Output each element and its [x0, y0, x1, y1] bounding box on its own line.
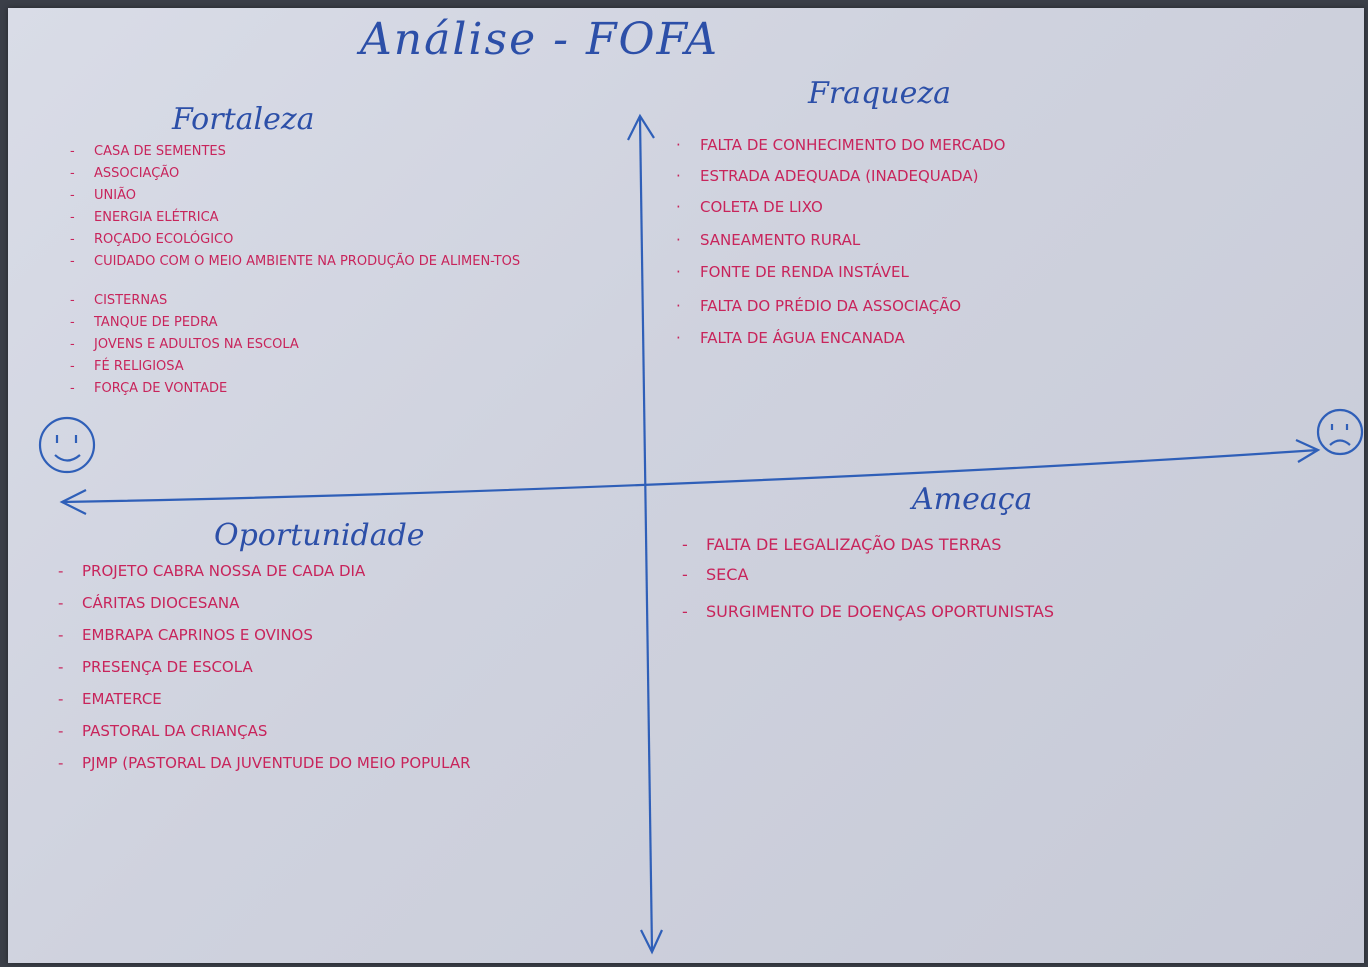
- horizontal-axis: [61, 448, 1319, 504]
- list-item: Casa de sementes: [70, 145, 520, 158]
- smiley-face-icon: [38, 416, 96, 474]
- list-item: Coleta de lixo: [676, 200, 1005, 216]
- list-item: Fé religiosa: [70, 360, 520, 373]
- list-ameaca: Falta de legalização das terras Seca Sur…: [682, 537, 1054, 634]
- list-item: Pastoral da crianças: [58, 724, 471, 740]
- list-item: Projeto cabra nossa de cada dia: [58, 564, 471, 580]
- list-item: Energia elétrica: [70, 211, 520, 224]
- list-item: PJMP (pastoral da juventude do meio popu…: [58, 756, 471, 772]
- list-item: Ematerce: [58, 692, 471, 708]
- horizontal-arrow-left: [59, 489, 87, 515]
- list-item: Cisternas: [70, 294, 520, 307]
- vertical-arrow-bottom: [640, 929, 664, 955]
- list-item: Falta de conhecimento do mercado: [676, 138, 1005, 154]
- list-fortaleza: Casa de sementes Associação União Energi…: [70, 145, 520, 404]
- list-item: União: [70, 189, 520, 202]
- vertical-arrow-top: [627, 113, 655, 141]
- list-oportunidade: Projeto cabra nossa de cada dia Cáritas …: [58, 564, 471, 788]
- list-item: Falta do prédio da associação: [676, 299, 1005, 315]
- list-item: Roçado ecológico: [70, 233, 520, 246]
- heading-fraqueza: Fraqueza: [808, 76, 952, 111]
- list-item: Saneamento rural: [676, 233, 1005, 249]
- list-item: Força de vontade: [70, 382, 520, 395]
- list-item: Estrada adequada (inadequada): [676, 169, 1005, 185]
- list-item: Associação: [70, 167, 520, 180]
- list-item: Cáritas diocesana: [58, 596, 471, 612]
- list-item: Tanque de pedra: [70, 316, 520, 329]
- list-item: Seca: [682, 567, 1054, 584]
- list-item: Cuidado com o meio ambiente na produção …: [70, 255, 520, 268]
- list-fraqueza: Falta de conhecimento do mercado Estrada…: [676, 138, 1005, 362]
- page-title: Análise - FOFA: [360, 14, 720, 65]
- heading-oportunidade: Oportunidade: [214, 518, 425, 553]
- horizontal-arrow-right: [1295, 438, 1321, 463]
- vertical-axis: [638, 117, 654, 951]
- list-item: Fonte de renda instável: [676, 265, 1005, 281]
- sad-face-icon: [1316, 408, 1364, 456]
- list-item: Presença de escola: [58, 660, 471, 676]
- list-item: Falta de água encanada: [676, 331, 1005, 347]
- list-item: Falta de legalização das terras: [682, 537, 1054, 554]
- list-item: Jovens e adultos na escola: [70, 338, 520, 351]
- heading-fortaleza: Fortaleza: [172, 102, 315, 137]
- heading-ameaca: Ameaça: [912, 482, 1033, 517]
- list-item: Embrapa caprinos e ovinos: [58, 628, 471, 644]
- list-item: Surgimento de doenças oportunistas: [682, 604, 1054, 621]
